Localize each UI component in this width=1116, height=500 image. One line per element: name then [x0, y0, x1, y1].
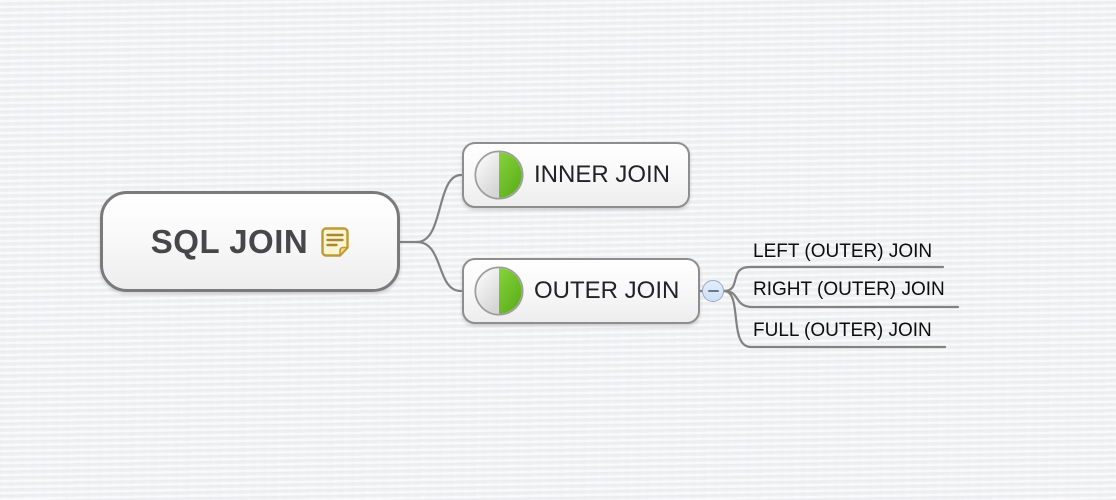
- notes-icon[interactable]: [321, 226, 349, 257]
- topic-outer-join[interactable]: OUTER JOIN: [462, 258, 700, 324]
- connector-root-inner: [415, 173, 463, 244]
- connector-full-outer-join: [722, 289, 947, 349]
- collapse-button[interactable]: [702, 280, 724, 302]
- minus-icon: [707, 290, 719, 292]
- topic-full-outer-join[interactable]: FULL (OUTER) JOIN: [753, 320, 932, 341]
- topic-left-outer-join[interactable]: LEFT (OUTER) JOIN: [753, 241, 933, 262]
- topic-inner-join[interactable]: INNER JOIN: [462, 142, 690, 208]
- topic-sql-join[interactable]: SQL JOIN: [100, 191, 400, 292]
- topic-label: INNER JOIN: [534, 161, 671, 188]
- topic-label: SQL JOIN: [150, 222, 309, 260]
- connector-root-outer: [415, 240, 463, 293]
- topic-label: OUTER JOIN: [534, 277, 680, 304]
- connector-left-outer-join: [722, 265, 945, 293]
- task-half-progress-icon[interactable]: [474, 266, 524, 316]
- topic-right-outer-join[interactable]: RIGHT (OUTER) JOIN: [753, 279, 945, 300]
- task-half-progress-icon[interactable]: [474, 150, 524, 200]
